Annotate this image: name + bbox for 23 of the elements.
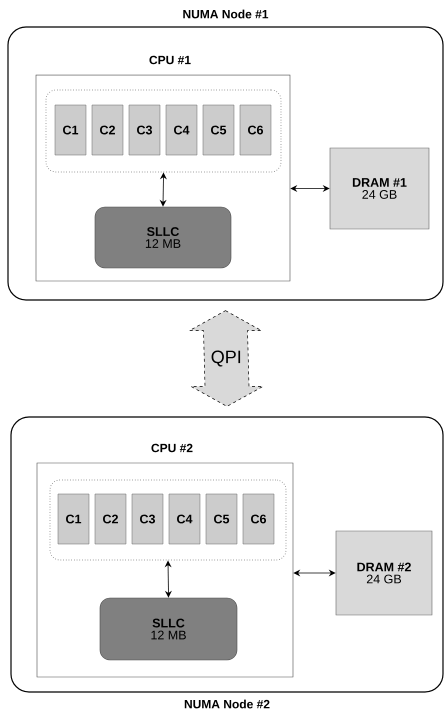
core-box: C5	[206, 494, 238, 544]
cpu-title: CPU #1	[149, 56, 191, 64]
core-box: C3	[132, 494, 164, 544]
core-group-box	[46, 90, 282, 172]
core-box: C6	[242, 494, 274, 544]
dram-box: DRAM #2 24 GB	[336, 530, 432, 616]
core-box: C3	[128, 104, 160, 156]
cache-box: SLLC 12 MB	[94, 206, 232, 268]
core-box: C2	[92, 104, 124, 156]
edge-label: QPI	[210, 350, 243, 368]
core-box: C5	[202, 104, 234, 156]
core-box: C2	[94, 494, 126, 544]
cache-box: SLLC 12 MB	[100, 598, 238, 660]
core-box: C4	[168, 494, 200, 544]
dram-box: DRAM #1 24 GB	[330, 148, 430, 230]
core-group-box	[50, 480, 286, 560]
core-box: C6	[240, 104, 272, 156]
node-title: NUMA Node #1	[183, 10, 268, 18]
core-box: C1	[58, 494, 90, 544]
node-title: NUMA Node #2	[184, 700, 270, 708]
core-box: C4	[166, 104, 198, 156]
cpu-title: CPU #2	[151, 444, 192, 452]
core-box: C1	[54, 104, 86, 156]
